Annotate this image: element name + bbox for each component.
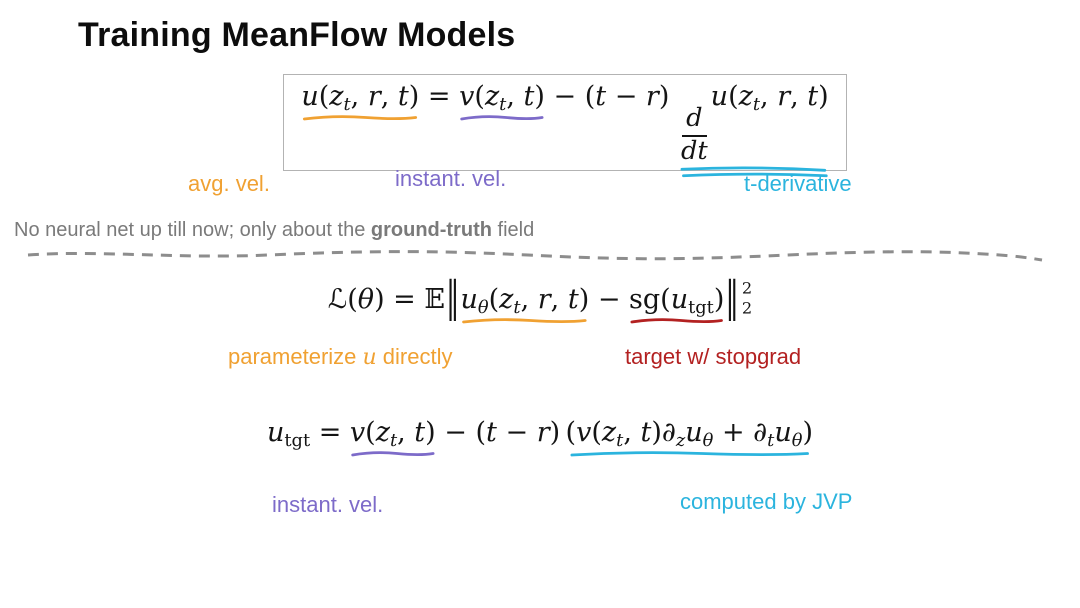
math-run: = (419, 81, 460, 113)
cyan-underline (679, 166, 828, 179)
target-equation: utgt = v(zt, t) − (t − r) (v(zt, t)∂zuθ … (0, 415, 1080, 450)
label-avg-vel: avg. vel. (188, 171, 270, 196)
label-instant-vel-target: instant. vel. (272, 492, 384, 517)
label-instant-vel-identity: instant. vel. (395, 166, 507, 191)
math-run: ℒ(θ) = 𝔼 (327, 284, 445, 315)
label-target-stopgrad: target w/ stopgrad (625, 344, 802, 369)
label-computed-by-jvp: computed by JVP (680, 489, 853, 514)
cyan-underline (567, 449, 812, 458)
math-run: − (589, 284, 630, 315)
note-bold: ground-truth (370, 219, 492, 241)
purple-underline (460, 113, 544, 122)
note-post: field (491, 219, 535, 241)
avg-velocity-term: u(zt, r, t) (301, 79, 419, 114)
ground-truth-note: No neural net up till now; only about th… (14, 219, 534, 242)
instant-velocity-term: v(zt, t) (459, 79, 545, 114)
label-parameterize-u: parameterize u directly (228, 344, 452, 370)
slide-title: Training MeanFlow Models (78, 16, 516, 54)
label-parameterize-var: u (362, 345, 377, 370)
label-parameterize-pre: parameterize (228, 344, 363, 369)
math-run: − (t − r) (435, 417, 566, 448)
label-parameterize-post: directly (376, 344, 453, 369)
math-run: ‖ (725, 273, 739, 322)
purple-underline (351, 449, 435, 458)
jvp-term: (v(zt, t)∂zuθ + ∂tuθ) (566, 415, 813, 450)
instant-velocity-term: v(zt, t) (350, 415, 436, 450)
orange-underline (302, 113, 418, 122)
note-pre: No neural net up till now; only about th… (14, 219, 371, 241)
stopgrad-target-term: sg(utgt) (629, 282, 724, 317)
parameterized-u-term: uθ(zt, r, t) (460, 282, 589, 317)
red-underline (630, 316, 723, 325)
dashed-separator (28, 246, 1046, 264)
math-run: ‖ (445, 273, 460, 322)
label-t-derivative: t-derivative (744, 171, 852, 196)
orange-underline (461, 316, 588, 325)
math-run: utgt = (267, 417, 350, 451)
math-run: − (t − r) (544, 81, 678, 113)
